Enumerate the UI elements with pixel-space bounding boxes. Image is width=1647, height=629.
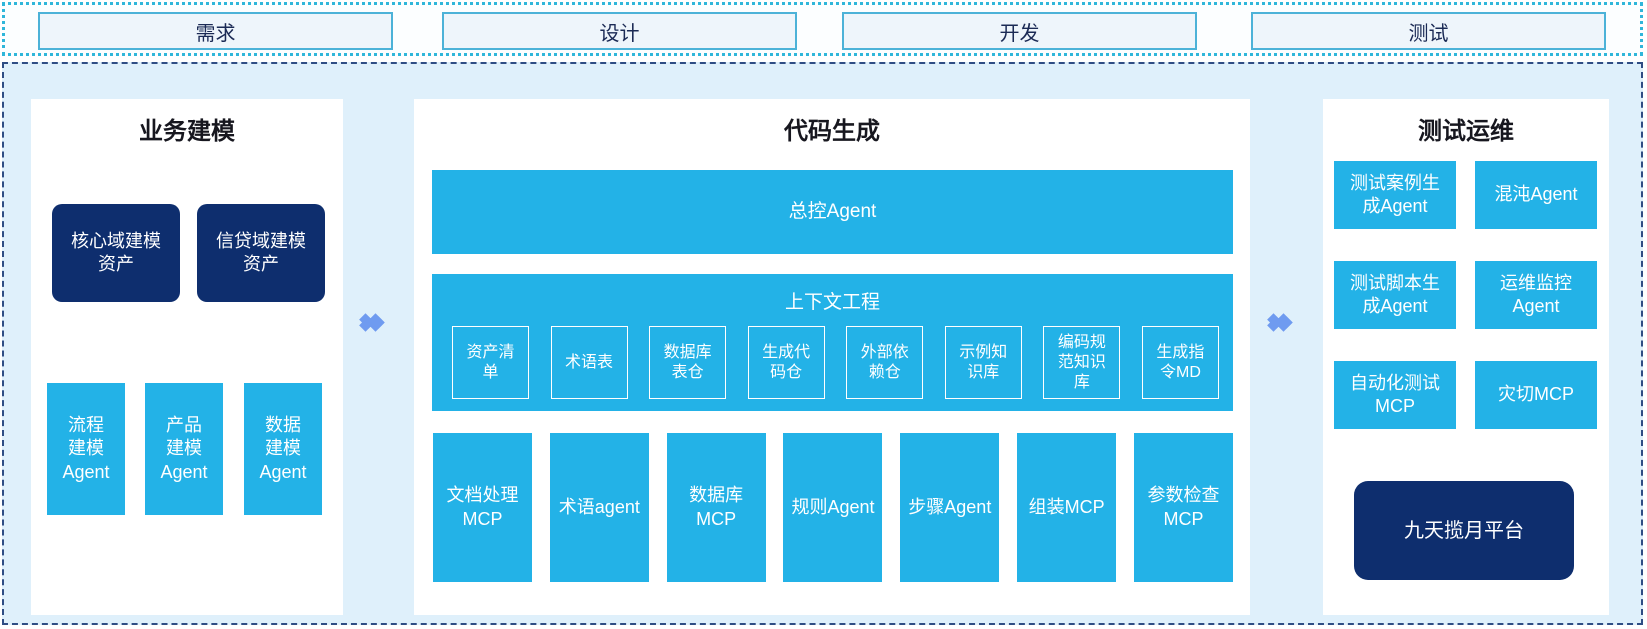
flow-arrow-icon xyxy=(1264,313,1293,332)
platform-box-jiutian-lanyue: 九天揽月平台 xyxy=(1354,481,1574,580)
agent-label: 运维监控Agent xyxy=(1500,272,1572,316)
tool-box-assembly-mcp: 组装MCP xyxy=(1017,433,1117,582)
stage-development: 开发 xyxy=(842,12,1197,50)
repo-label: 编码规范知识库 xyxy=(1057,333,1106,391)
agent-box-process-modeling: 流程建模Agent xyxy=(47,383,125,515)
agent-box-data-modeling: 数据建模Agent xyxy=(244,383,322,515)
repo-box-db-tables: 数据库表仓 xyxy=(649,326,727,399)
agent-label: 自动化测试MCP xyxy=(1350,372,1440,416)
repo-box-glossary: 术语表 xyxy=(550,326,628,399)
stage-testing: 测试 xyxy=(1251,12,1606,50)
repo-label: 数据库表仓 xyxy=(663,343,712,381)
context-repo-row: 资产清单 术语表 数据库表仓 生成代码仓 外部依赖仓 示例知识库 xyxy=(452,326,1219,399)
agent-label: 产品建模Agent xyxy=(160,414,208,482)
repo-label: 外部依赖仓 xyxy=(860,343,909,381)
repo-box-example-kb: 示例知识库 xyxy=(944,326,1022,399)
tool-box-doc-mcp: 文档处理MCP xyxy=(433,433,532,582)
asset-box-credit-domain: 信贷域建模资产 xyxy=(197,204,325,302)
repo-label: 生成指令MD xyxy=(1156,343,1205,381)
context-engineering-title: 上下文工程 xyxy=(784,292,880,313)
repo-label: 资产清单 xyxy=(466,343,515,381)
agent-box-automated-test-mcp: 自动化测试MCP xyxy=(1334,361,1456,429)
panel-title: 代码生成 xyxy=(784,118,880,145)
agent-box-test-script-gen: 测试脚本生成Agent xyxy=(1334,261,1456,329)
stage-label: 开发 xyxy=(999,22,1040,45)
agent-box-ops-monitoring: 运维监控Agent xyxy=(1475,261,1597,329)
tool-label: 数据库MCP xyxy=(689,485,744,529)
tool-box-glossary-agent: 术语agent xyxy=(549,433,649,582)
flow-arrow-icon xyxy=(356,313,385,332)
tool-label: 文档处理MCP xyxy=(446,485,519,529)
asset-label: 信贷域建模资产 xyxy=(216,230,306,274)
stage-label: 设计 xyxy=(599,22,640,45)
tool-box-step-agent: 步骤Agent xyxy=(900,433,1000,582)
tool-box-database-mcp: 数据库MCP xyxy=(666,433,766,582)
agent-label: 混沌Agent xyxy=(1494,184,1578,205)
agent-label: 测试案例生成Agent xyxy=(1350,172,1440,216)
agent-label: 灾切MCP xyxy=(1498,384,1574,405)
repo-box-generated-code: 生成代码仓 xyxy=(747,326,825,399)
panel-title: 测试运维 xyxy=(1418,118,1514,145)
tool-label: 术语agent xyxy=(558,496,640,517)
tool-label: 规则Agent xyxy=(791,496,875,517)
agent-label: 数据建模Agent xyxy=(259,414,307,482)
panel-code-generation: 代码生成 总控Agent 上下文工程 资产清单 术语表 数据库表仓 生成代码仓 xyxy=(414,99,1250,615)
asset-box-core-domain: 核心域建模资产 xyxy=(52,204,180,302)
stage-label: 测试 xyxy=(1408,22,1449,45)
repo-box-instruction-md: 生成指令MD xyxy=(1141,326,1219,399)
agent-box-chaos: 混沌Agent xyxy=(1475,161,1597,229)
repo-label: 术语表 xyxy=(565,353,614,371)
repo-label: 生成代码仓 xyxy=(762,343,811,381)
repo-label: 示例知识库 xyxy=(959,343,1008,381)
tool-label: 参数检查MCP xyxy=(1147,485,1220,529)
panel-business-modeling: 业务建模 核心域建模资产 信贷域建模资产 流程建模Agent 产品建模Agent… xyxy=(31,99,343,615)
panel-test-ops: 测试运维 测试案例生成Agent 混沌Agent 测试脚本生成Agent 运维监… xyxy=(1323,99,1609,615)
panel-title: 业务建模 xyxy=(139,118,235,145)
agent-box-product-modeling: 产品建模Agent xyxy=(145,383,223,515)
architecture-container: 业务建模 核心域建模资产 信贷域建模资产 流程建模Agent 产品建模Agent… xyxy=(2,62,1643,625)
repo-box-coding-standard-kb: 编码规范知识库 xyxy=(1043,326,1121,399)
tool-box-rule-agent: 规则Agent xyxy=(783,433,883,582)
agent-box-test-case-gen: 测试案例生成Agent xyxy=(1334,161,1456,229)
asset-label: 核心域建模资产 xyxy=(71,230,161,274)
tool-row: 文档处理MCP 术语agent 数据库MCP 规则Agent 步骤Agent 组… xyxy=(433,433,1233,582)
agent-label: 测试脚本生成Agent xyxy=(1350,272,1440,316)
tool-label: 步骤Agent xyxy=(908,496,992,517)
repo-box-asset-list: 资产清单 xyxy=(452,326,529,399)
stage-requirements: 需求 xyxy=(38,12,393,50)
stage-label: 需求 xyxy=(195,22,236,45)
context-engineering-section: 上下文工程 资产清单 术语表 数据库表仓 生成代码仓 外部依赖仓 示 xyxy=(432,274,1233,411)
repo-box-external-deps: 外部依赖仓 xyxy=(846,326,924,399)
agent-box-disaster-switch-mcp: 灾切MCP xyxy=(1475,361,1597,429)
master-agent-bar: 总控Agent xyxy=(432,170,1233,254)
platform-label: 九天揽月平台 xyxy=(1404,519,1524,542)
tool-box-param-check-mcp: 参数检查MCP xyxy=(1133,433,1233,582)
stage-design: 设计 xyxy=(442,12,797,50)
tool-label: 组装MCP xyxy=(1028,496,1105,517)
lifecycle-stage-bar: 需求 设计 开发 测试 xyxy=(2,2,1643,56)
agent-label: 流程建模Agent xyxy=(62,414,110,482)
master-agent-label: 总控Agent xyxy=(788,200,877,222)
